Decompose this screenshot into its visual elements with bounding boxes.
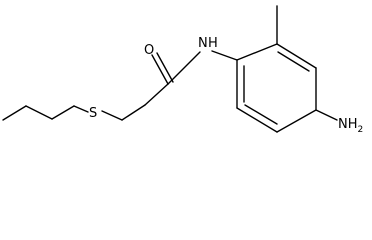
amino-subscript: 2 xyxy=(358,125,364,134)
bond-ring-1 xyxy=(236,43,278,61)
amide-nitrogen-label: N xyxy=(198,36,208,51)
oxygen-label: O xyxy=(144,43,154,58)
bond-nitrogen-ring xyxy=(211,50,238,61)
bond-ring-5 xyxy=(236,107,278,133)
bond-carbonyl-nitrogen xyxy=(167,51,201,85)
bond-ring-inner-1 xyxy=(277,51,310,72)
bond-ring-4 xyxy=(276,109,317,133)
bond-chain-2 xyxy=(144,83,169,106)
bond-propyl-3 xyxy=(51,105,75,120)
bond-propyl-2 xyxy=(25,105,53,120)
bond-ring-amino xyxy=(315,109,338,121)
bond-c-sulfur-left xyxy=(73,105,89,113)
amino-group-label: NH2 xyxy=(338,117,363,134)
sulfur-label: S xyxy=(89,106,97,121)
bond-chain-1 xyxy=(121,104,146,121)
bond-propyl-1 xyxy=(2,105,27,121)
bond-ring-2 xyxy=(276,43,317,69)
bond-sulfur-c-right xyxy=(101,110,123,121)
amino-group-text: NH xyxy=(338,117,358,132)
amide-hydrogen-label: H xyxy=(208,36,218,51)
molecule-structure: O N H S NH2 xyxy=(2,5,363,134)
bond-carbonyl-2 xyxy=(156,52,174,83)
bond-ring-inner-2 xyxy=(244,104,278,125)
bond-carbonyl-1 xyxy=(151,54,169,85)
